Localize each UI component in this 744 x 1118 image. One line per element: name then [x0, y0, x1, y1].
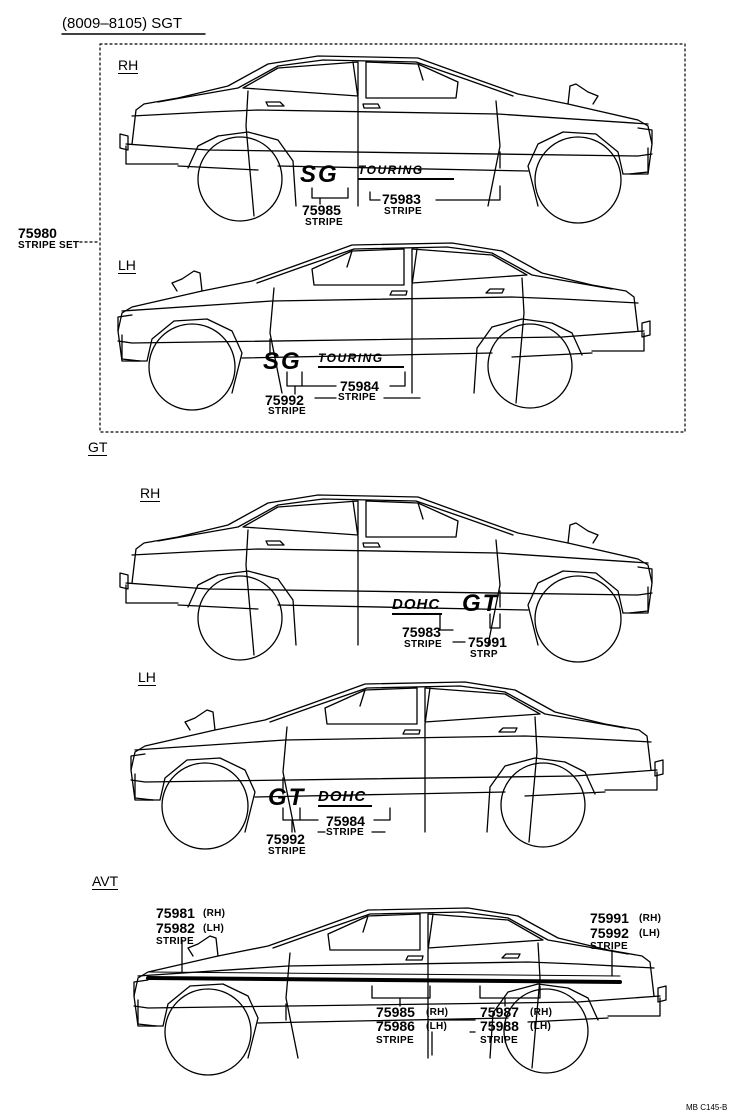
callout-number: 75980: [18, 225, 57, 241]
callout-number: 75991: [468, 634, 507, 650]
decal-gt-rh: GT: [462, 590, 500, 617]
callout-number: 75984: [326, 813, 365, 829]
footer-code: MB C145-B: [686, 1103, 728, 1112]
callout-number: 75987: [480, 1004, 519, 1020]
callout-description: STRIPE: [338, 392, 376, 403]
callout-number: 75983: [382, 191, 421, 207]
section-sgt-rh: RH: [118, 57, 139, 74]
decal-dohc-lh: DOHC: [318, 789, 373, 807]
decal-gt-lh: GT: [268, 784, 306, 811]
decal-sg-lh: SG: [263, 348, 302, 375]
callout-number: 75985: [302, 202, 341, 218]
callout-number: 75986: [376, 1018, 415, 1034]
section-gt: GT: [88, 439, 108, 456]
section-avt: AVT: [92, 873, 119, 890]
section-sgt-lh: LH: [118, 257, 136, 274]
callout-number: 75983: [402, 624, 441, 640]
callout-description: STRIPE: [305, 217, 343, 228]
decal-touring-rh: TOURING: [358, 164, 454, 180]
callout-tag: (RH): [530, 1007, 553, 1018]
page-title: (8009–8105) SGT: [62, 15, 183, 32]
callout-tag: (LH): [203, 923, 225, 934]
callout-description: STRIPE: [268, 846, 306, 857]
callout-description: STRIPE: [480, 1035, 518, 1046]
callout-tag: (RH): [203, 908, 226, 919]
callout-description: STRIPE: [268, 406, 306, 417]
callout-number: 75988: [480, 1018, 519, 1034]
callout-tag: (RH): [426, 1007, 449, 1018]
callout-description: STRIPE: [404, 639, 442, 650]
callout-description: STRIPE SET: [18, 240, 80, 251]
callout-tag: (LH): [639, 928, 661, 939]
callout-description: STRIPE: [384, 206, 422, 217]
callout-number: 75981: [156, 905, 195, 921]
callout-description: STRIPE: [376, 1035, 414, 1046]
decal-dohc-rh: DOHC: [392, 596, 443, 615]
callout-description: STRIPE: [156, 936, 194, 947]
callout-number: 75991: [590, 910, 629, 926]
callout-number: 75985: [376, 1004, 415, 1020]
callout-number: 75992: [265, 392, 304, 408]
section-gt-lh: LH: [138, 669, 156, 686]
callout-tag: (LH): [530, 1021, 552, 1032]
callout-description: STRP: [470, 649, 498, 660]
section-gt-rh: RH: [140, 485, 161, 502]
callout-number: 75984: [340, 378, 379, 394]
callout-tag: (RH): [639, 913, 662, 924]
decal-touring-lh: TOURING: [318, 352, 404, 368]
callout-description: STRIPE: [590, 941, 628, 952]
callout-number: 75992: [266, 831, 305, 847]
decal-sg-rh: SG: [300, 161, 339, 188]
callout-tag: (LH): [426, 1021, 448, 1032]
callout-description: STRIPE: [326, 827, 364, 838]
callout-number: 75992: [590, 925, 629, 941]
callout-number: 75982: [156, 920, 195, 936]
